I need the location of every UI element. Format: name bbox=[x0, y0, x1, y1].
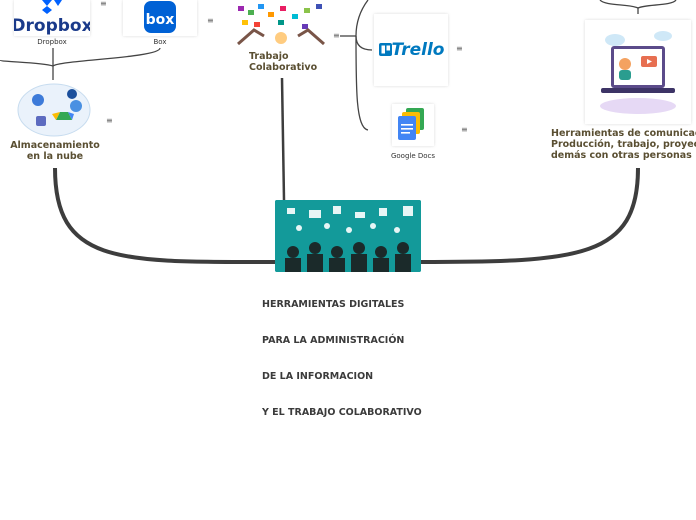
online-meeting-illustration bbox=[600, 31, 676, 114]
branch-comunicacion-top bbox=[599, 0, 677, 9]
trello-logo-text: Trello bbox=[392, 40, 445, 60]
branch-almacenamiento-left bbox=[0, 59, 54, 67]
trello-note-icon[interactable]: ≡ bbox=[456, 44, 463, 53]
comunicacion-label-line3: demás con otras personas bbox=[551, 150, 692, 161]
trello-logo: Trello bbox=[379, 40, 445, 60]
branch-trabajo-up bbox=[355, 0, 369, 37]
branch-trabajo-gdocs bbox=[355, 35, 369, 131]
central-title-line1: HERRAMIENTAS DIGITALES bbox=[262, 299, 405, 310]
box-caption: Box bbox=[153, 38, 167, 46]
box-logo-text: box bbox=[146, 12, 175, 28]
branch-to-trabajo bbox=[280, 77, 286, 201]
collaboration-image[interactable] bbox=[234, 0, 328, 48]
trabajo-note-icon[interactable]: ≡ bbox=[333, 31, 340, 40]
comunicacion-label-line2: Producción, trabajo, proyect bbox=[551, 139, 696, 150]
gdocs-image[interactable] bbox=[392, 104, 434, 146]
central-title-line3: DE LA INFORMACION bbox=[262, 371, 374, 382]
branch-to-almacenamiento bbox=[53, 167, 276, 265]
gdocs-note-icon[interactable]: ≡ bbox=[461, 125, 468, 134]
cloud-storage-image[interactable] bbox=[16, 80, 92, 138]
box-logo: box bbox=[144, 1, 176, 33]
almacenamiento-label[interactable]: Almacenamiento en la nube bbox=[10, 140, 100, 162]
digital-tools-illustration bbox=[275, 200, 421, 272]
central-title-line2: PARA LA ADMINISTRACIÓN bbox=[262, 335, 405, 346]
comunicacion-label[interactable]: Herramientas de comunicaci Producción, t… bbox=[551, 128, 696, 161]
central-title-line4: Y EL TRABAJO COLABORATIVO bbox=[262, 407, 422, 418]
trabajo-label-line2: Colaborativo bbox=[249, 62, 318, 73]
dropbox-note-icon[interactable]: ≡ bbox=[100, 0, 107, 8]
almacenamiento-label-line1: Almacenamiento bbox=[10, 140, 100, 151]
cloud-storage-illustration bbox=[17, 83, 91, 137]
communication-image[interactable] bbox=[585, 20, 691, 124]
almacenamiento-label-line2: en la nube bbox=[26, 151, 84, 162]
branch-trabajo-trello bbox=[355, 35, 373, 51]
trabajo-label-line1: Trabajo bbox=[249, 51, 289, 62]
collaboration-illustration bbox=[237, 4, 325, 46]
dropbox-logo: Dropbox bbox=[11, 0, 93, 36]
dropbox-image[interactable]: Dropbox bbox=[11, 0, 93, 36]
dropbox-caption: Dropbox bbox=[37, 38, 67, 46]
comunicacion-label-line1: Herramientas de comunicaci bbox=[551, 128, 696, 139]
central-image[interactable] bbox=[275, 200, 421, 272]
almacenamiento-note-icon[interactable]: ≡ bbox=[106, 116, 113, 125]
trabajo-label[interactable]: Trabajo Colaborativo bbox=[249, 51, 329, 73]
box-note-icon[interactable]: ≡ bbox=[207, 16, 214, 25]
central-title[interactable]: HERRAMIENTAS DIGITALES PARA LA ADMINISTR… bbox=[262, 275, 422, 431]
dropbox-logo-text: Dropbox bbox=[14, 16, 90, 36]
branch-almacenamiento-box bbox=[52, 47, 161, 67]
branch-to-comunicacion bbox=[419, 167, 640, 264]
box-image[interactable]: box bbox=[123, 0, 197, 36]
gdocs-caption: Google Docs bbox=[390, 152, 436, 160]
trello-image[interactable]: Trello bbox=[374, 14, 448, 86]
gdocs-logo bbox=[398, 108, 424, 140]
